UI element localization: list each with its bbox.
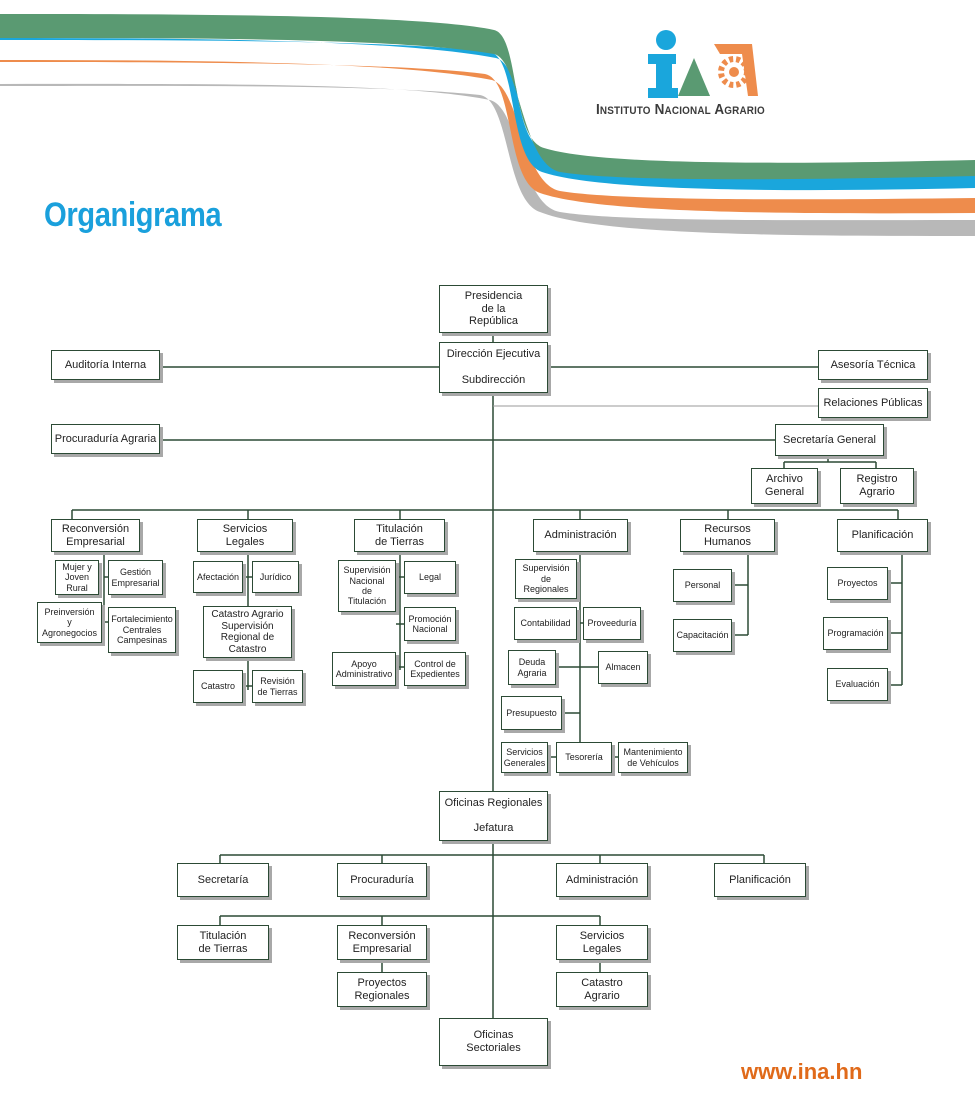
logo-text: Instituto Nacional Agrario <box>596 101 765 118</box>
box-secretaria-general: Secretaría General <box>775 424 884 456</box>
box-juridico: Jurídico <box>252 561 299 593</box>
box-revision-tierras: Revisión de Tierras <box>252 670 303 703</box>
box-mujer-joven-rural: Mujer y Joven Rural <box>55 560 99 595</box>
box-proveeduria: Proveeduría <box>583 607 641 640</box>
box-personal: Personal <box>673 569 732 602</box>
wave-green <box>0 0 975 165</box>
box-deuda-agraria: Deuda Agraria <box>508 650 556 685</box>
box-supervision-nacional: Supervisión Nacional de Titulación <box>338 560 396 612</box>
label-subdireccion: Subdirección <box>461 374 526 387</box>
box-capacitacion: Capacitación <box>673 619 732 652</box>
box-regional-secretaria: Secretaría <box>177 863 269 897</box>
box-archivo-general: Archivo General <box>751 468 818 504</box>
box-regional-titulacion: Titulación de Tierras <box>177 925 269 960</box>
box-oficinas-regionales: Oficinas Regionales Jefatura <box>439 791 548 841</box>
box-presidencia: Presidencia de la República <box>439 285 548 333</box>
box-planificacion: Planificación <box>837 519 928 552</box>
header-waves <box>0 0 975 236</box>
label-oficinas-regionales: Oficinas Regionales <box>444 797 543 809</box>
box-proyectos: Proyectos <box>827 567 888 600</box>
ina-logo-icon <box>648 30 758 98</box>
box-evaluacion: Evaluación <box>827 668 888 701</box>
box-mantenimiento-vehiculos: Mantenimiento de Vehículos <box>618 742 688 773</box>
box-administracion: Administración <box>533 519 628 552</box>
box-procuraduria-agraria: Procuraduría Agraria <box>51 424 160 454</box>
box-oficinas-sectoriales: Oficinas Sectoriales <box>439 1018 548 1066</box>
box-asesoria-tecnica: Asesoría Técnica <box>818 350 928 380</box>
box-supervision-regionales: Supervisión de Regionales <box>515 559 577 599</box>
label-jefatura: Jefatura <box>473 822 514 835</box>
box-control-expedientes: Control de Expedientes <box>404 652 466 686</box>
page-title: Organigrama <box>44 196 222 234</box>
box-proyectos-regionales: Proyectos Regionales <box>337 972 427 1007</box>
box-almacen: Almacen <box>598 651 648 684</box>
wave-gray <box>0 83 975 236</box>
box-regional-procuraduria: Procuraduría <box>337 863 427 897</box>
box-gestion-empresarial: Gestión Empresarial <box>108 560 163 595</box>
box-apoyo-administrativo: Apoyo Administrativo <box>332 652 396 686</box>
box-recursos-humanos: Recursos Humanos <box>680 519 775 552</box>
website-link[interactable]: www.ina.hn <box>741 1059 863 1084</box>
box-programacion: Programación <box>823 617 888 650</box>
box-regional-administracion: Administración <box>556 863 648 897</box>
box-regional-reconversion: Reconversión Empresarial <box>337 925 427 960</box>
box-auditoria-interna: Auditoría Interna <box>51 350 160 380</box>
box-servicios-generales: Servicios Generales <box>501 742 548 773</box>
box-reconversion-empresarial: Reconversión Empresarial <box>51 519 140 552</box>
box-direccion-ejecutiva: Dirección Ejecutiva Subdirección <box>439 342 548 393</box>
box-regional-servicios-legales: Servicios Legales <box>556 925 648 960</box>
box-titulacion-tierras: Titulación de Tierras <box>354 519 445 552</box>
wave-green-band <box>0 14 975 180</box>
box-servicios-legales: Servicios Legales <box>197 519 293 552</box>
box-catastro-agrario: Catastro Agrario Supervisión Regional de… <box>203 606 292 658</box>
box-presupuesto: Presupuesto <box>501 696 562 730</box>
box-contabilidad: Contabilidad <box>514 607 577 640</box>
box-preinversion: Preinversión y Agronegocios <box>37 602 102 643</box>
box-legal: Legal <box>404 561 456 594</box>
box-afectacion: Afectación <box>193 561 243 593</box>
box-tesoreria: Tesorería <box>556 742 612 773</box>
label-direccion-ejecutiva: Dirección Ejecutiva <box>446 348 541 360</box>
box-regional-planificacion: Planificación <box>714 863 806 897</box>
box-registro-agrario: Registro Agrario <box>840 468 914 504</box>
box-regional-catastro-agrario: Catastro Agrario <box>556 972 648 1007</box>
box-fortalecimiento: Fortalecimiento Centrales Campesinas <box>108 607 176 653</box>
box-catastro: Catastro <box>193 670 243 703</box>
box-promocion-nacional: Promoción Nacional <box>404 607 456 641</box>
box-relaciones-publicas: Relaciones Públicas <box>818 388 928 418</box>
